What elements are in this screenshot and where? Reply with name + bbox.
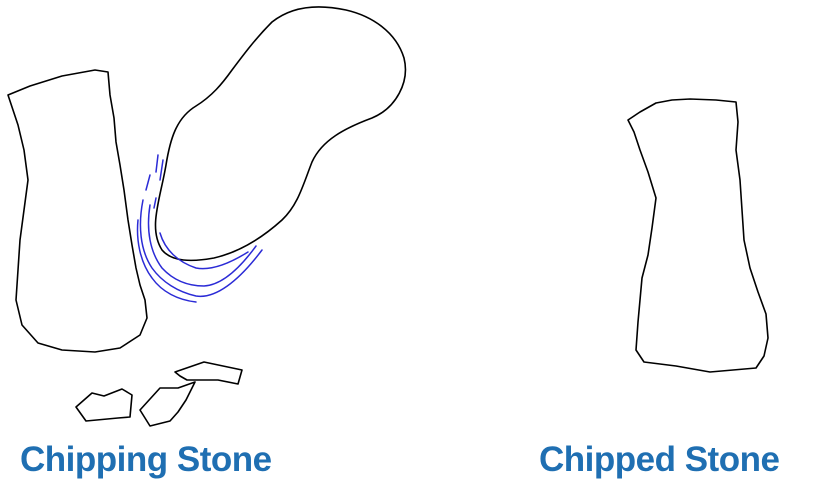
stone-chipped-right xyxy=(628,99,768,372)
hammer-stone xyxy=(155,7,405,261)
flake-top-right xyxy=(175,362,242,384)
stone-core-left xyxy=(8,70,147,352)
flake-left xyxy=(76,389,132,421)
caption-chipped-stone: Chipped Stone xyxy=(539,440,779,480)
flake-middle xyxy=(140,382,195,426)
caption-chipping-stone: Chipping Stone xyxy=(20,440,272,480)
